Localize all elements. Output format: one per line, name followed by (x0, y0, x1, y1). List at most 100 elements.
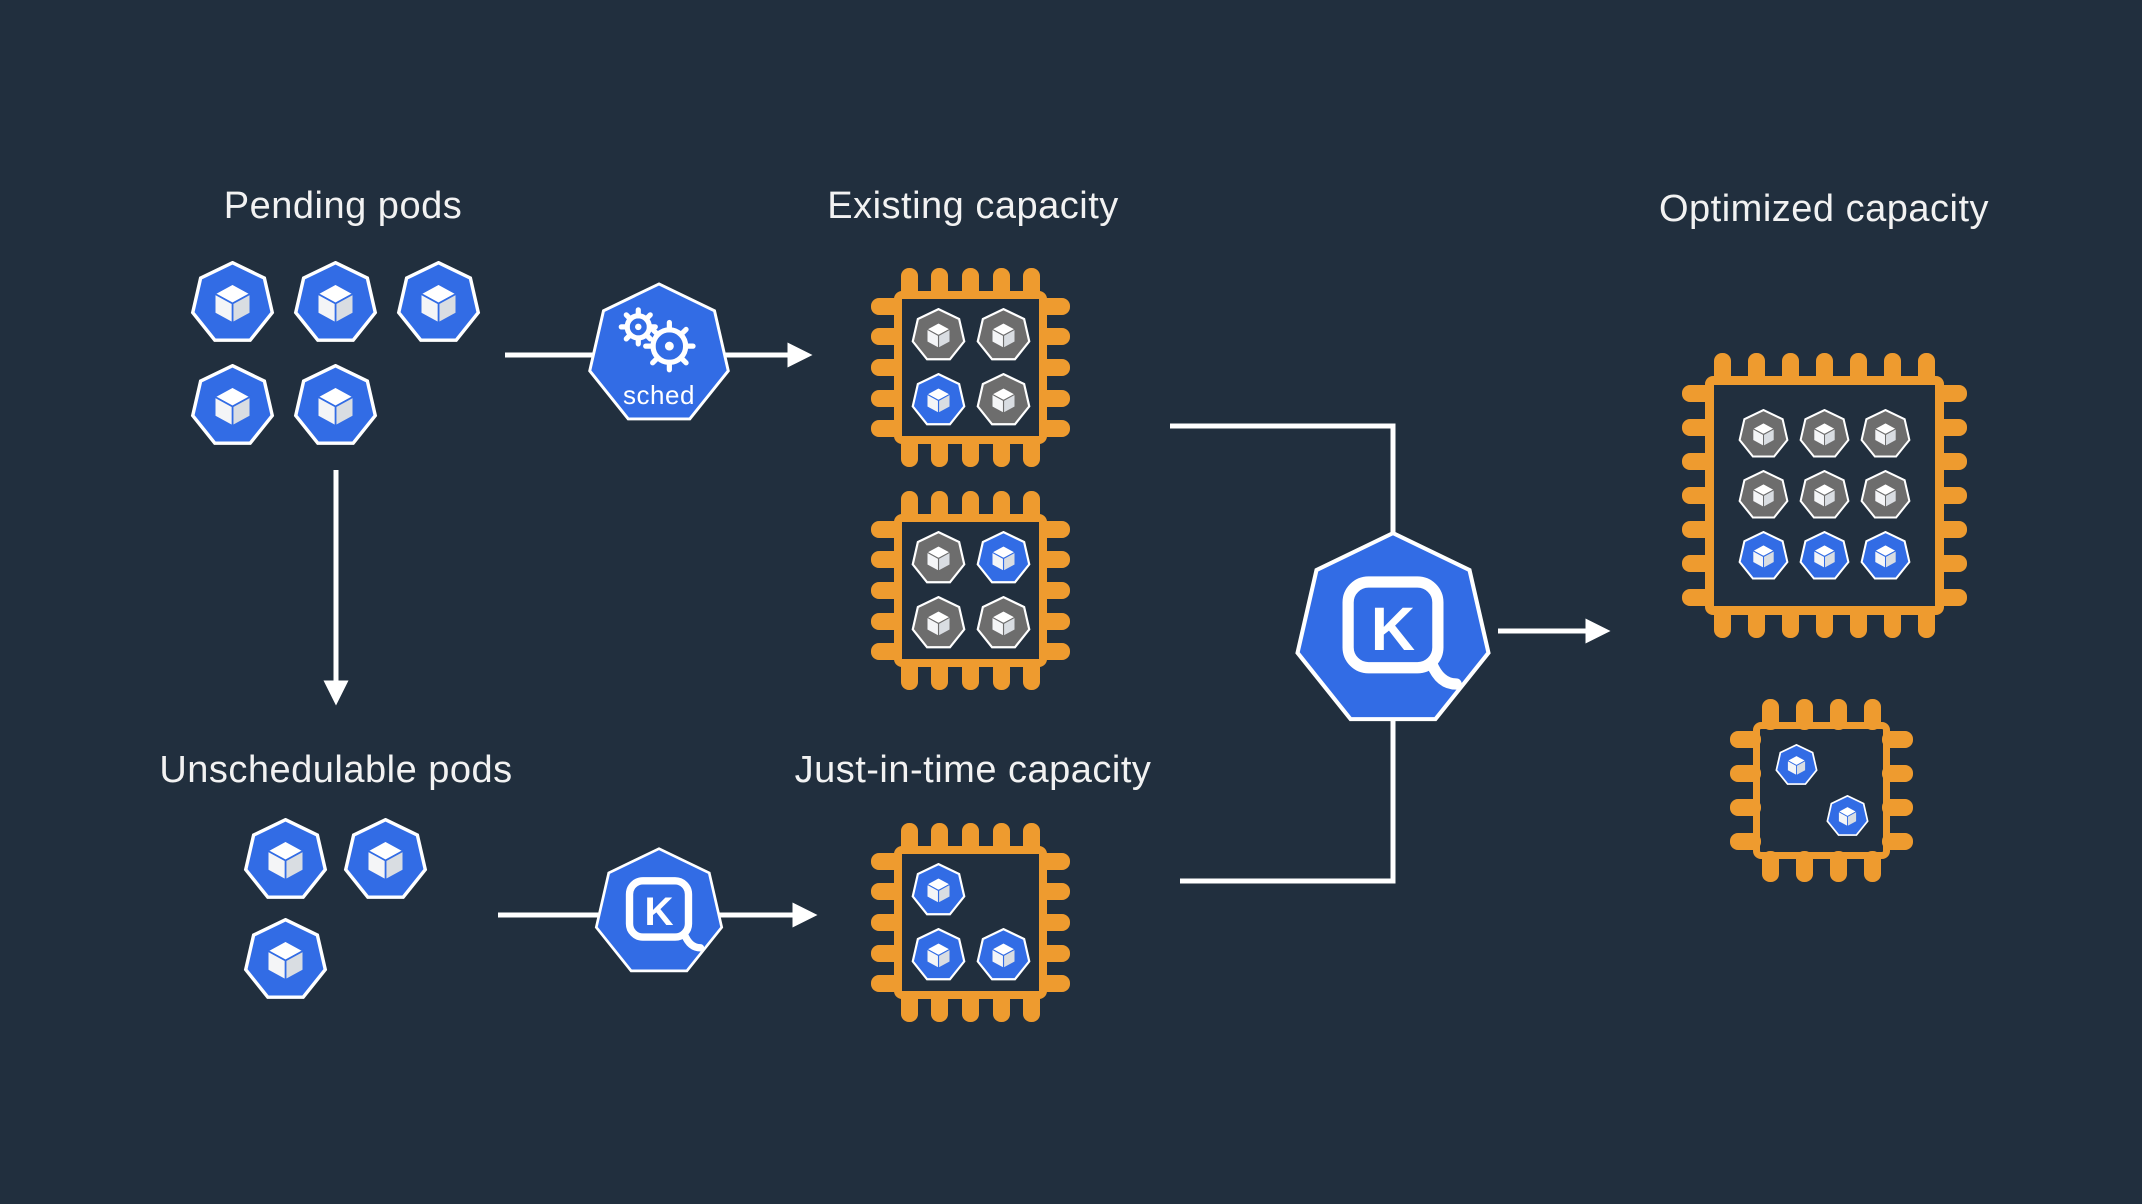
chip-pin (992, 491, 1010, 522)
cube-icon (925, 941, 951, 969)
chip-pin (1884, 353, 1902, 384)
pod-heptagon (1799, 409, 1850, 458)
cube-icon (1752, 483, 1775, 508)
chip-pin (1682, 487, 1713, 504)
pod (976, 927, 1031, 983)
cube-icon (1752, 422, 1775, 447)
pod-heptagon (1799, 531, 1850, 580)
cube-icon (1813, 544, 1836, 569)
pod-heptagon (1738, 470, 1789, 519)
chip-pin (1023, 823, 1041, 854)
chip-pin (1795, 851, 1813, 882)
cube-icon (1837, 805, 1857, 827)
chip-pin (1936, 452, 1967, 470)
chip-pin (900, 268, 918, 299)
pod-heptagon (190, 261, 275, 342)
chip-pin (1936, 589, 1967, 607)
pending-pods-group (190, 261, 481, 449)
chip-pin (1781, 607, 1799, 638)
chip-pin (1682, 555, 1713, 573)
chip-pin (1761, 851, 1779, 882)
chip-pin (1039, 389, 1070, 407)
cube-icon (925, 544, 951, 572)
chip-pin (1039, 520, 1070, 538)
cube-icon (419, 283, 458, 324)
cube-icon (1813, 422, 1836, 447)
pod-heptagon (976, 595, 1030, 648)
chip-pin (1936, 384, 1967, 402)
chip-pin (871, 551, 902, 569)
chip-pin (1039, 551, 1070, 569)
pod-heptagon (1738, 409, 1789, 458)
chip-pin (1039, 328, 1070, 346)
pod (343, 818, 428, 903)
pod (911, 927, 966, 983)
pod (293, 364, 378, 449)
chip-pin (900, 659, 918, 690)
pod-heptagon (976, 307, 1030, 360)
pod-heptagon (293, 364, 378, 445)
jit-capacity-label: Just-in-time capacity (794, 749, 1152, 791)
chip-pin (1864, 851, 1882, 882)
pod (293, 261, 378, 346)
chip-pin (1039, 643, 1070, 661)
pod (1825, 794, 1869, 838)
pod (396, 261, 481, 346)
chip-pin (1039, 883, 1070, 901)
cube-icon (925, 876, 951, 904)
chip-pin (962, 991, 979, 1022)
chip-pin (1682, 521, 1713, 539)
cube-icon (213, 283, 252, 324)
chip-pin (1713, 607, 1731, 638)
pod-heptagon (343, 818, 428, 899)
chip-pin (1039, 852, 1070, 870)
cube-icon (990, 609, 1016, 637)
chip-pin (900, 491, 918, 522)
cube-icon (213, 386, 252, 427)
pod-heptagon (911, 372, 965, 425)
pod (1799, 409, 1850, 460)
pod (1860, 470, 1911, 521)
pod-heptagon (243, 918, 328, 999)
chip-pin (1781, 353, 1799, 384)
chip-pin (1747, 607, 1765, 638)
chip-body (1705, 376, 1944, 615)
pod-heptagon (1860, 531, 1911, 580)
chip-pin (1682, 418, 1713, 436)
cube-icon (1874, 422, 1897, 447)
cube-icon (266, 840, 305, 881)
pod-heptagon (911, 927, 965, 980)
gears-icon (618, 307, 696, 373)
chip-pin (1884, 607, 1902, 638)
pod (1860, 409, 1911, 460)
chip-pin (1730, 730, 1761, 748)
chip-pin (962, 659, 979, 690)
scheduler-node: sched (585, 281, 733, 429)
chip-pin (1682, 589, 1713, 607)
cube-icon (990, 941, 1016, 969)
chip-pin (1039, 420, 1070, 438)
chip-pin (871, 328, 902, 346)
chip-pin (992, 268, 1010, 299)
chip-pin (931, 268, 949, 299)
chip-pin (871, 612, 902, 630)
chip-pin (1918, 607, 1936, 638)
chip-pin (871, 643, 902, 661)
chip-pin (1682, 452, 1713, 470)
existing-capacity-label: Existing capacity (827, 185, 1119, 227)
chip-pin (871, 944, 902, 962)
karpenter-heptagon-main: K (1295, 530, 1491, 722)
chip-pin (931, 823, 949, 854)
unschedulable-pods-group (243, 818, 428, 1003)
pod (976, 372, 1031, 428)
unschedulable-pods-label: Unschedulable pods (159, 749, 513, 791)
pod-heptagon (243, 818, 328, 899)
chip-optimized-large (1682, 353, 1967, 638)
cube-icon (925, 321, 951, 349)
pod-heptagon (396, 261, 481, 342)
chip-body (894, 846, 1047, 999)
cube-icon (1752, 544, 1775, 569)
chip-pin (871, 389, 902, 407)
chip-pin (1023, 436, 1041, 467)
